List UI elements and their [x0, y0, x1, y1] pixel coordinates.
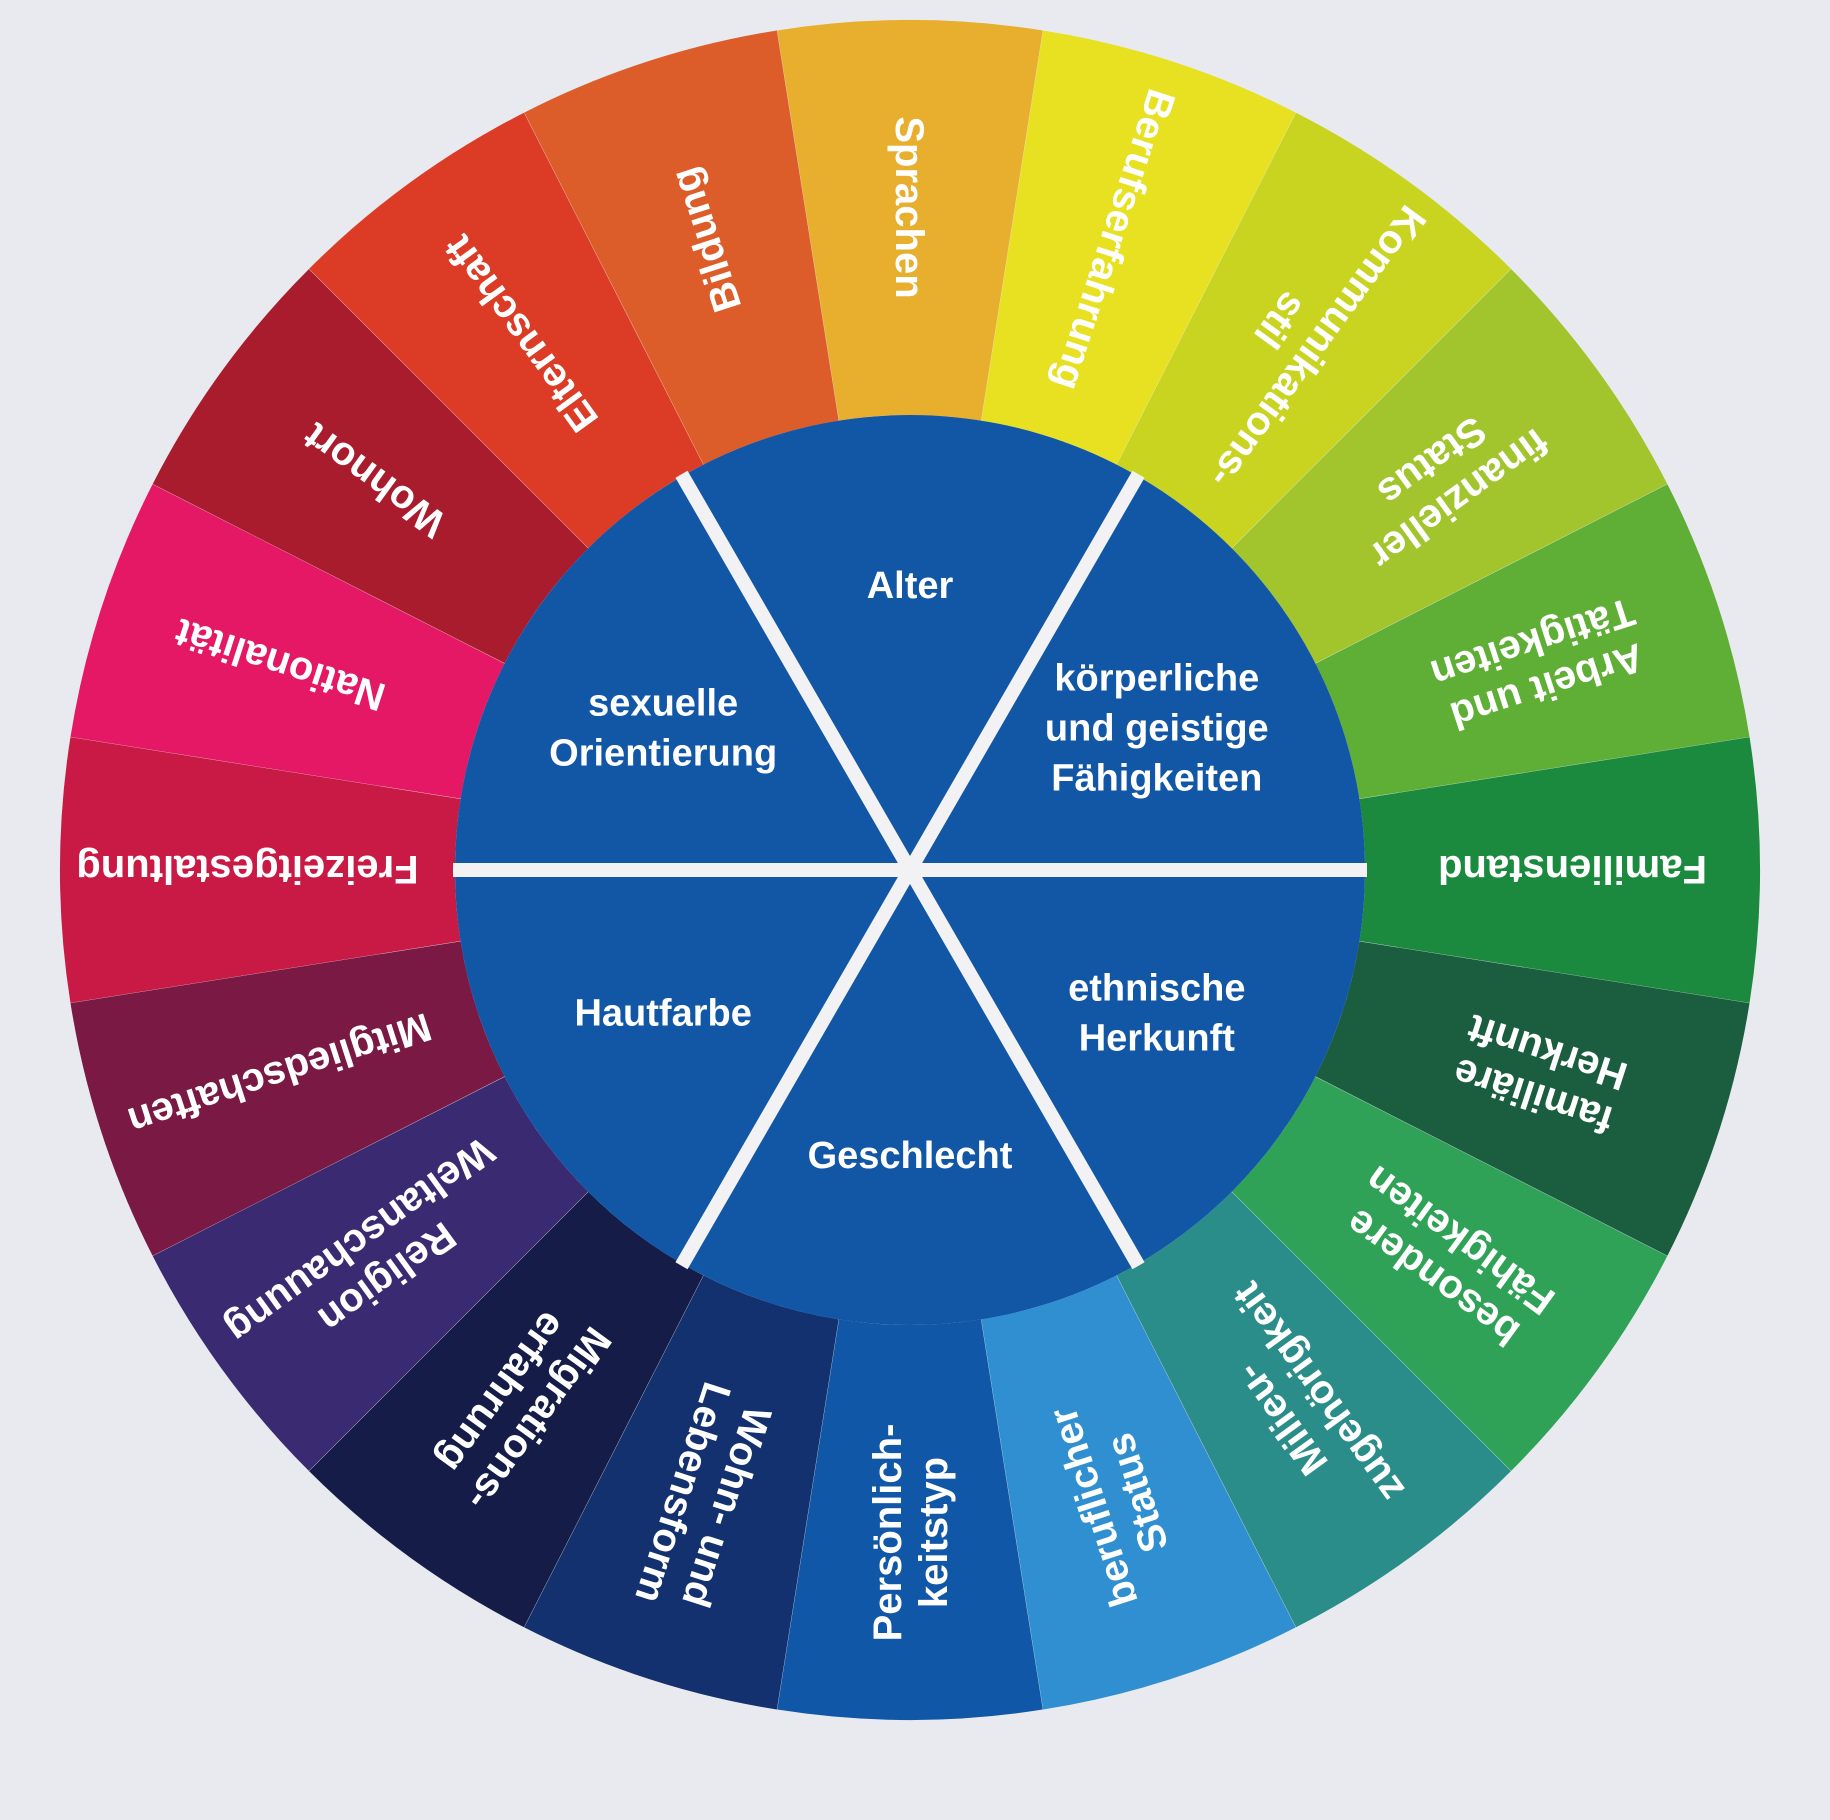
- segment-kommunikations-stil: [1116, 112, 1511, 549]
- segment-wohn-und-lebensform: [524, 1275, 839, 1710]
- core-label-line: Alter: [867, 565, 954, 607]
- segment-nationalitaet: [70, 484, 505, 799]
- segment-label-familienstand: Familienstand: [1438, 847, 1707, 891]
- segment-finanzieller-status: [1231, 269, 1668, 664]
- segment-label-line: Freizeitgestaltung: [76, 847, 418, 891]
- segment-mitgliedschaften: [70, 941, 505, 1256]
- segment-migrations-erfahrung: [309, 1191, 704, 1628]
- core-label-line: Orientierung: [549, 733, 777, 775]
- core-label-line: ethnische: [1068, 968, 1245, 1010]
- segment-freizeitgestaltung: [59, 737, 461, 1003]
- segment-sprachen: [777, 19, 1043, 421]
- segment-persoenlich-keitstyp: [777, 1319, 1043, 1720]
- segment-wohnort: [152, 269, 589, 664]
- segment-label-persoenlich-keitstyp: Persönlich-keitstyp: [866, 1424, 956, 1642]
- segment-religion-weltanschauung: [152, 1076, 589, 1471]
- segment-label-line: Familienstand: [1438, 847, 1707, 891]
- segment-label-line: keitstyp: [912, 1457, 956, 1608]
- core-label-hautfarbe: Hautfarbe: [574, 993, 751, 1035]
- segment-beruflicher-status: [981, 1275, 1296, 1710]
- core-label-geschlecht: Geschlecht: [808, 1135, 1013, 1177]
- segment-berufserfahrung: [981, 30, 1296, 465]
- core-label-alter: Alter: [867, 565, 954, 607]
- core-label-line: Geschlecht: [808, 1135, 1013, 1177]
- core-label-line: und geistige: [1045, 708, 1269, 750]
- segment-familiaere-herkunft: [1315, 941, 1750, 1256]
- core-label-line: körperliche: [1054, 658, 1259, 700]
- core-label-line: Fähigkeiten: [1051, 758, 1262, 800]
- segment-milieu-zugehoerigkeit: [1116, 1191, 1511, 1628]
- segment-arbeit-und-taetigkeiten: [1315, 484, 1750, 799]
- core-label-line: Hautfarbe: [574, 993, 751, 1035]
- segment-bildung: [524, 30, 839, 465]
- segment-besondere-faehigkeiten: [1231, 1076, 1668, 1471]
- core-label-line: Herkunft: [1079, 1018, 1236, 1060]
- segment-label-freizeitgestaltung: Freizeitgestaltung: [76, 847, 418, 891]
- segment-label-line: Sprachen: [887, 116, 931, 298]
- segment-elternschaft: [309, 112, 704, 549]
- segment-familienstand: [1359, 737, 1761, 1003]
- segment-label-line: Persönlich-: [866, 1424, 910, 1642]
- core-label-line: sexuelle: [588, 683, 738, 725]
- segment-label-sprachen: Sprachen: [887, 116, 931, 298]
- core-divider: [675, 470, 1145, 1270]
